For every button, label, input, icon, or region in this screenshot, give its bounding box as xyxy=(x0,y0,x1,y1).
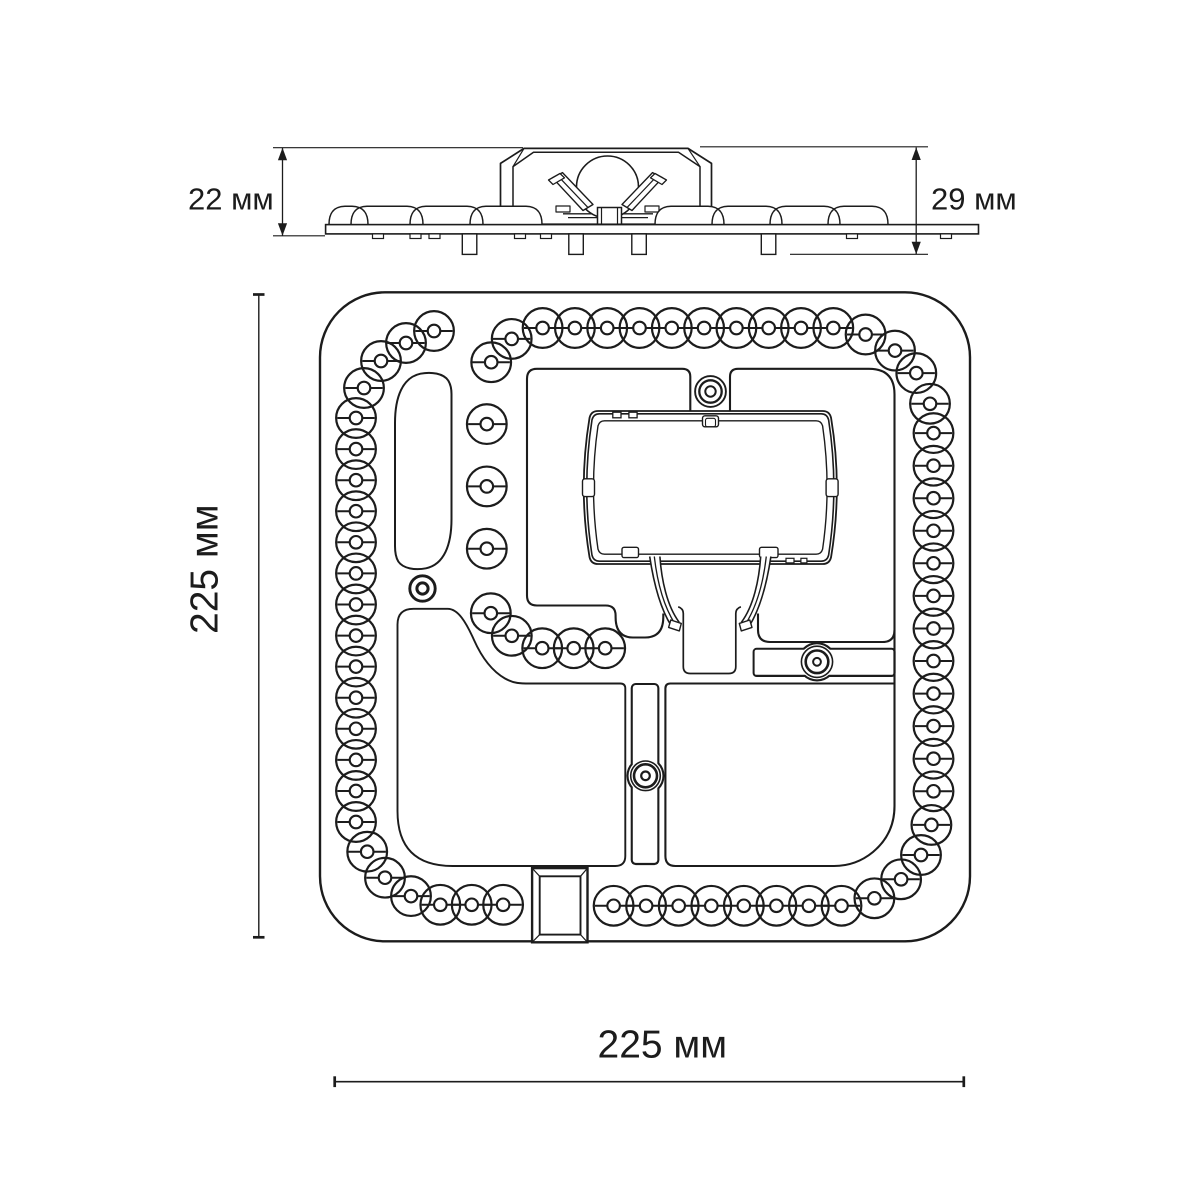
svg-text:225 мм: 225 мм xyxy=(184,504,227,634)
svg-text:225 мм: 225 мм xyxy=(598,1024,728,1067)
svg-text:22 мм: 22 мм xyxy=(188,181,274,216)
svg-text:29 мм: 29 мм xyxy=(931,181,1017,216)
